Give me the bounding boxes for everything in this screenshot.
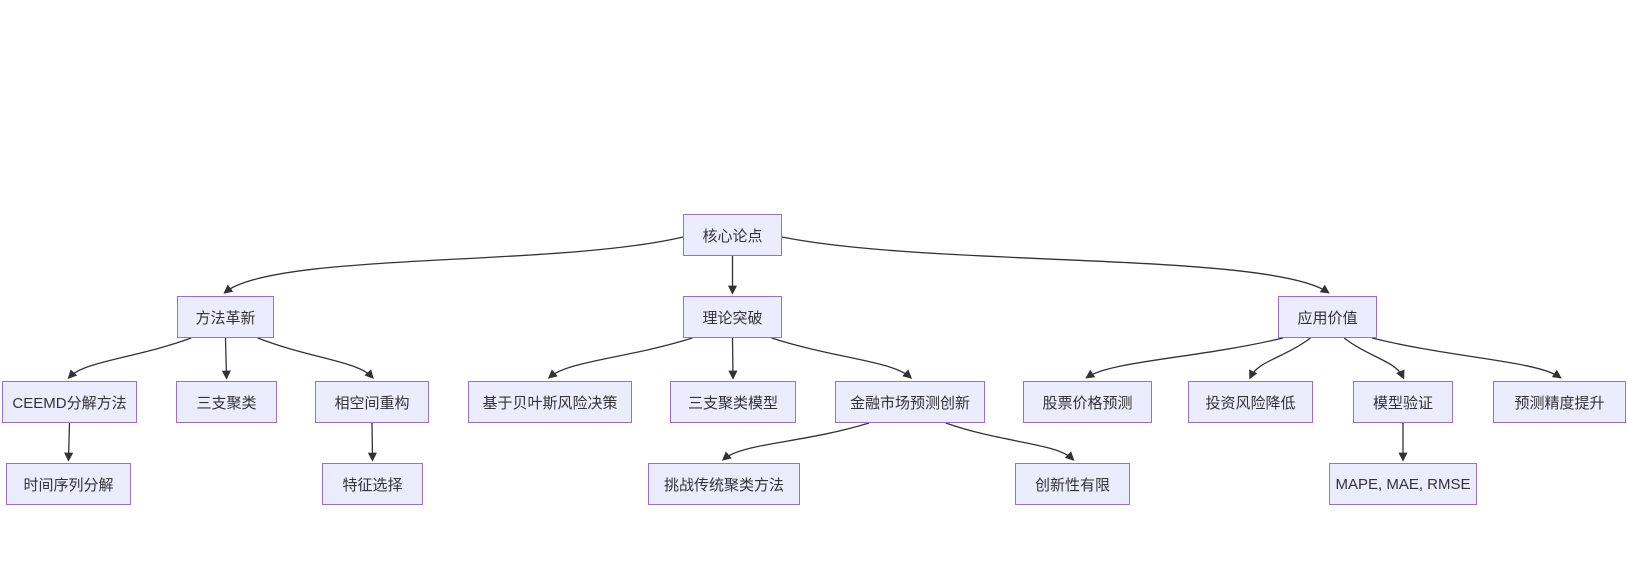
node-tsdecomp: 时间序列分解 <box>6 463 131 505</box>
node-application: 应用价值 <box>1278 296 1377 338</box>
edge-application-validation <box>1343 337 1405 380</box>
node-phasespace: 相空间重构 <box>315 381 429 423</box>
node-fininnov: 金融市场预测创新 <box>835 381 985 423</box>
edge-method-ceemd <box>67 337 192 379</box>
node-accuracy: 预测精度提升 <box>1493 381 1626 423</box>
node-core: 核心论点 <box>683 214 782 256</box>
edge-method-phasespace <box>257 337 374 380</box>
node-method: 方法革新 <box>177 296 274 338</box>
node-feature: 特征选择 <box>322 463 423 505</box>
edge-theory-fininnov <box>771 337 913 379</box>
node-stock: 股票价格预测 <box>1023 381 1152 423</box>
node-metrics: MAPE, MAE, RMSE <box>1329 463 1477 505</box>
node-ceemd: CEEMD分解方法 <box>2 381 137 423</box>
node-validation: 模型验证 <box>1353 381 1453 423</box>
edge-ceemd-tsdecomp <box>64 422 74 462</box>
node-bayes: 基于贝叶斯风险决策 <box>468 381 632 423</box>
edge-theory-bayes <box>547 337 693 379</box>
edge-core-application <box>781 236 1330 294</box>
edge-application-stock <box>1085 337 1284 379</box>
node-risk: 投资风险降低 <box>1188 381 1313 423</box>
edge-theory-twcmodel <box>728 337 738 380</box>
edge-core-method <box>223 236 684 294</box>
edge-fininnov-limited <box>945 422 1075 461</box>
node-threeway: 三支聚类 <box>176 381 277 423</box>
edge-application-risk <box>1249 337 1311 380</box>
node-twcmodel: 三支聚类模型 <box>670 381 796 423</box>
edge-method-threeway <box>221 337 231 380</box>
node-challenge: 挑战传统聚类方法 <box>648 463 800 505</box>
edge-phasespace-feature <box>367 422 377 462</box>
node-limited: 创新性有限 <box>1015 463 1130 505</box>
node-theory: 理论突破 <box>683 296 782 338</box>
edge-fininnov-challenge <box>721 422 870 461</box>
edge-application-accuracy <box>1371 337 1562 379</box>
